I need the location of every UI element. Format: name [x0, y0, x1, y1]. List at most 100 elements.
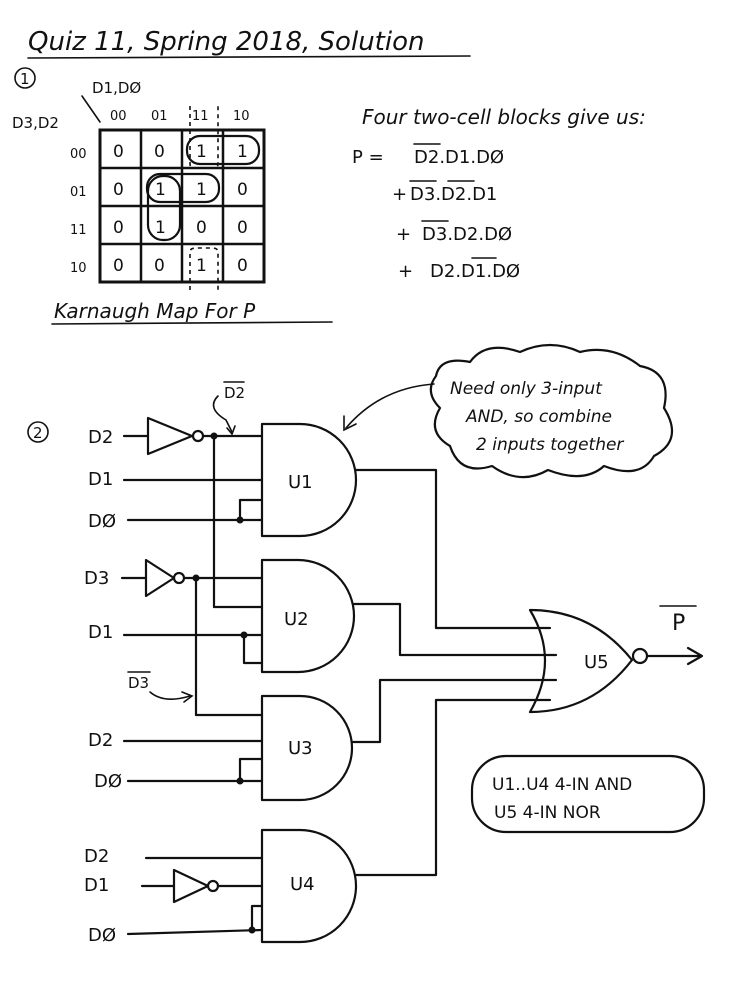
kmap-group-col01 — [146, 174, 182, 242]
part1-number-circle — [14, 67, 36, 89]
note-cloud-line: 2 inputs together — [476, 435, 624, 455]
explanation-text: Four two-cell blocks give us: — [362, 105, 646, 129]
input-label: DØ — [88, 511, 116, 532]
kmap-row-header: 00 — [70, 147, 87, 162]
kmap-corner-diagonal — [81, 95, 101, 123]
junction-dot — [210, 432, 218, 440]
wire-u4-to-u5 — [354, 698, 552, 877]
input-label: D2 — [88, 427, 113, 448]
kmap-cell: 0 — [237, 218, 248, 238]
wire-d0-u3-tie — [238, 757, 264, 783]
wire-d1-u2-tie — [242, 633, 264, 665]
output-label: P — [672, 611, 685, 636]
gate-label-u2: U2 — [284, 609, 309, 630]
not-d3-pointer — [149, 691, 191, 700]
gate-label-u1: U1 — [288, 472, 313, 493]
kmap-cell: 0 — [154, 256, 165, 276]
kmap-caption-underline — [51, 321, 333, 325]
note-cloud-line: AND, so combine — [465, 407, 612, 427]
wire-d0-u4 — [126, 928, 264, 936]
kmap-col-header: 01 — [151, 109, 168, 124]
not-d2-label: D2 — [224, 384, 245, 402]
equation-lhs: P = — [352, 147, 384, 168]
note-box-line: U5 4-IN NOR — [494, 803, 601, 823]
kmap-cell: 1 — [155, 218, 166, 238]
gate-label-u3: U3 — [288, 738, 313, 759]
kmap-cell: 1 — [196, 256, 207, 276]
kmap-cell: 0 — [113, 142, 124, 162]
input-label: D3 — [84, 568, 109, 589]
kmap-caption: Karnaugh Map For P — [54, 299, 256, 323]
wire-u3-to-u5 — [350, 678, 558, 744]
nor-gate-u5 — [528, 608, 634, 714]
kmap-cell: 1 — [196, 180, 207, 200]
kmap-grid — [98, 128, 266, 284]
kmap-cells: 0 0 1 1 0 1 1 0 0 1 0 0 0 0 1 0 — [113, 142, 248, 276]
equation-term-prefix: + — [398, 261, 413, 282]
junction-dot — [236, 777, 244, 785]
kmap-cell: 0 — [196, 218, 207, 238]
input-label: D2 — [84, 846, 109, 867]
and-gate-u4 — [260, 828, 358, 944]
kmap-cell: 0 — [237, 180, 248, 200]
equation-term-prefix: + — [396, 224, 411, 245]
inverter-d1 — [140, 868, 264, 904]
input-label: D1 — [88, 469, 113, 490]
note-cloud-line: Need only 3-input — [450, 379, 603, 399]
equation: P = D2.D1.DØ + D3.D2.D1 + D3.D2.DØ + D2.… — [352, 143, 520, 282]
kmap-cell: 0 — [113, 256, 124, 276]
junction-dot — [248, 926, 256, 934]
not-d2-pointer — [212, 395, 233, 433]
not-d3-label: D3 — [128, 674, 149, 692]
output-arrowhead — [686, 646, 704, 666]
not-d3-arrowhead — [181, 691, 194, 703]
and-gate-u2 — [260, 558, 356, 674]
kmap-row-header: 10 — [70, 261, 87, 276]
kmap-cell: 0 — [113, 180, 124, 200]
input-label: DØ — [88, 925, 116, 946]
gate-label-u5: U5 — [584, 652, 609, 673]
kmap-row-header: 01 — [70, 185, 87, 200]
note-box — [470, 754, 706, 834]
kmap-group-row01 — [145, 172, 221, 204]
kmap-cell: 0 — [237, 256, 248, 276]
note-cloud — [429, 343, 674, 479]
kmap-col-headers: 00 01 11 10 — [110, 109, 250, 124]
part2-number-circle — [27, 421, 49, 443]
kmap-col-var-label: D1,DØ — [92, 79, 141, 97]
equation-term: D3.D2.DØ — [422, 224, 512, 245]
kmap-col-header: 10 — [233, 109, 250, 124]
part2-number: 2 — [33, 424, 43, 442]
kmap-row-header: 11 — [70, 223, 87, 238]
gate-label-u4: U4 — [290, 874, 315, 895]
note-box-line: U1..U4 4-IN AND — [492, 775, 632, 795]
input-labels: D2 D1 DØ D3 D1 D2 DØ D2 D1 DØ — [84, 427, 122, 946]
wire-d0-u1-tie — [238, 498, 264, 522]
page-title: Quiz 11, Spring 2018, Solution — [28, 27, 424, 57]
kmap-cell: 1 — [196, 142, 207, 162]
kmap-cell: 1 — [237, 142, 248, 162]
kmap-row-var-label: D3,D2 — [12, 114, 59, 132]
junction-dot — [192, 574, 200, 582]
equation-term: D3.D2.D1 — [410, 184, 497, 205]
wire-u2-to-u5 — [352, 602, 558, 657]
not-d2-arrowhead — [226, 425, 236, 436]
input-label: D1 — [88, 622, 113, 643]
and-gate-u3 — [260, 694, 354, 802]
kmap-groupings — [145, 106, 261, 290]
wire-u1-to-u5 — [354, 468, 552, 630]
input-label: D1 — [84, 875, 109, 896]
part1-number: 1 — [20, 70, 30, 88]
inverter-d2 — [122, 416, 264, 456]
input-label: D2 — [88, 730, 113, 751]
title-underline — [27, 55, 471, 59]
note-cloud-arrowhead — [343, 415, 357, 432]
kmap-group-row00 — [185, 134, 261, 166]
kmap-col-header: 11 — [192, 109, 209, 124]
kmap-cell: 0 — [154, 142, 165, 162]
equation-term-prefix: + — [392, 184, 407, 205]
wire-d0-u4-tie — [250, 904, 264, 932]
kmap-cell: 1 — [155, 180, 166, 200]
nor-bubble — [631, 647, 649, 665]
